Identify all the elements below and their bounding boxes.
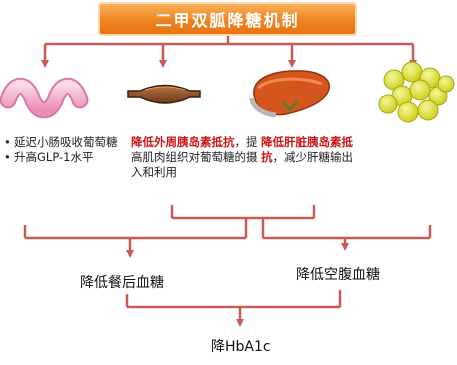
liver-image xyxy=(249,70,330,118)
liver-detail: 输出 xyxy=(330,150,353,164)
muscle-effect: 降低外周胰岛素抵抗，提高肌肉组织对葡萄糖的摄入和利用 xyxy=(131,135,259,180)
effect-item: • 延迟小肠吸收葡萄糖 xyxy=(4,135,132,150)
muscle-image xyxy=(127,84,201,104)
liver-detail: ，减少肝糖 xyxy=(272,150,331,164)
title-banner: 二甲双胍降糖机制 xyxy=(100,4,355,34)
bullet-icon: • xyxy=(4,150,11,164)
middle-connectors xyxy=(23,205,432,258)
muscle-highlight: 抗 xyxy=(223,135,235,149)
result-fasting: 降低空腹血糖 xyxy=(296,267,380,283)
muscle-detail: ，提高肌肉组织 xyxy=(131,135,258,164)
effect-item: • 升高GLP-1水平 xyxy=(4,150,132,165)
effect-text: 升高GLP-1水平 xyxy=(14,150,94,164)
fat-cells-image xyxy=(378,61,455,123)
muscle-detail: 对葡萄糖的摄入和利用 xyxy=(131,150,258,179)
intestine-image xyxy=(0,77,89,119)
bottom-connectors xyxy=(125,290,342,327)
top-connectors xyxy=(41,34,417,68)
intestine-effects: • 延迟小肠吸收葡萄糖 • 升高GLP-1水平 xyxy=(4,135,132,165)
effect-text: 延迟小肠吸收葡萄糖 xyxy=(14,135,118,149)
liver-effect: 降低肝脏胰岛素抵抗，减少肝糖输出 xyxy=(261,135,371,165)
liver-highlight: 降低肝脏胰岛素 xyxy=(261,135,342,149)
liver-highlight: 抵抗 xyxy=(261,135,353,164)
bullet-icon: • xyxy=(4,135,11,149)
muscle-highlight: 降低外周胰岛素抵 xyxy=(131,135,223,149)
result-hba1c: 降HbA1c xyxy=(211,339,271,355)
result-postprandial: 降低餐后血糖 xyxy=(80,275,164,291)
